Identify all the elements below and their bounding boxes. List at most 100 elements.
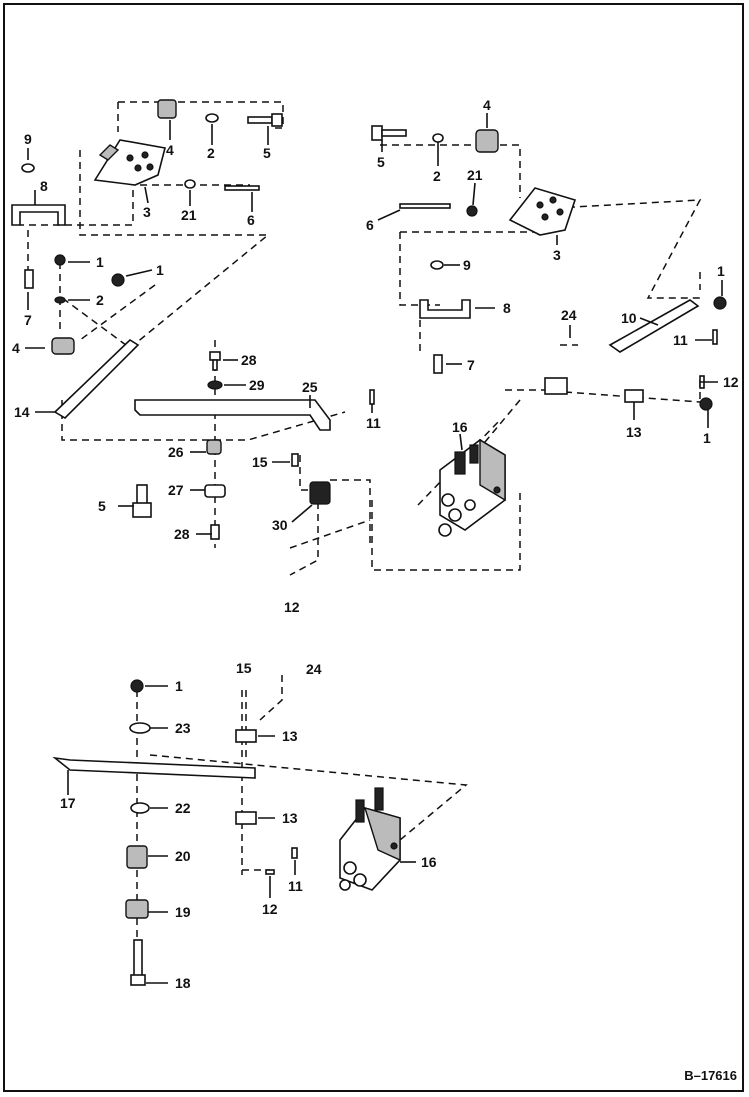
callouts-upper-left: 9 8 7 1 1 2 4 14 4 2 5 3 21 6 5 28 29 25… [12,131,381,542]
callout: 6 [366,217,374,233]
callout: 13 [282,728,298,744]
callout: 20 [175,848,191,864]
callout: 1 [156,262,164,278]
lever-10 [608,299,700,353]
bolt-5-upper-left [247,113,283,127]
washer-29 [207,380,223,390]
callout: 25 [302,379,318,395]
callout: 21 [467,167,483,183]
bolt-28-bottom [210,524,220,540]
pin-7-upper-right [433,354,443,374]
linkage-bar-25 [134,399,331,431]
callout: 8 [40,178,48,194]
callout: 10 [621,310,637,326]
callout: 22 [175,800,191,816]
bolt-15-upper [291,453,299,467]
washer-2-upper-right [432,133,444,143]
callout: 24 [561,307,577,323]
callout: 3 [143,204,151,220]
pin-6-upper-left [224,185,260,191]
callout: 18 [175,975,191,991]
callout: 23 [175,720,191,736]
bolt-18 [130,939,146,986]
bracket-upper-left [93,139,166,186]
nut-1-upper-left [54,254,66,266]
nut-9-upper-left [21,163,35,173]
callout: 15 [236,660,252,676]
bolt-28-top [209,351,221,371]
washer-22 [130,802,150,814]
callout: 2 [96,292,104,308]
callout: 28 [174,526,190,542]
leader-lines [25,113,723,984]
callout: 9 [463,257,471,273]
nut-1-upper-right [713,296,727,310]
callout: 5 [377,154,385,170]
plate-13a-upper-right [544,377,568,395]
plate-13-bottom-lower [235,811,257,825]
callout: 2 [433,168,441,184]
callout: 16 [452,419,468,435]
bolt-5-lower [132,484,152,518]
callout: 5 [98,498,106,514]
pin-11-upper-left [369,389,375,405]
callout: 26 [168,444,184,460]
bushing-4-upper-left [157,99,177,119]
control-valve-16-bottom [339,787,401,891]
callout: 5 [263,145,271,161]
diagram-frame [3,3,744,1092]
bracket-8-upper-right [419,299,471,319]
callout: 7 [24,312,32,328]
nut-1-bottom [130,679,144,693]
bracket-upper-right [508,187,577,236]
bracket-8-upper-left [11,204,66,226]
pin-6-upper-right [399,203,451,209]
callout: 3 [553,247,561,263]
callout: 24 [306,661,322,677]
bushing-27 [204,484,226,498]
callout: 29 [249,377,265,393]
pin-7-upper-left [24,269,34,289]
lever-14 [53,338,140,420]
callout: 28 [241,352,257,368]
callout: 11 [288,878,303,894]
callout: 6 [247,212,255,228]
plate-13-bottom-top [235,729,257,743]
callouts-bottom: 15 24 1 23 13 17 22 13 20 11 19 12 18 16 [60,660,437,991]
bolt-5-upper-right [371,125,407,141]
callout: 21 [181,207,197,223]
washer-23 [129,722,151,734]
callout: 15 [252,454,268,470]
washer-21-upper-right [466,205,478,217]
callout: 11 [366,415,381,431]
callout: 13 [282,810,298,826]
callout: 30 [272,517,288,533]
lever-17 [52,756,256,779]
callout: 1 [96,254,104,270]
callout: 17 [60,795,76,811]
callout: 14 [14,404,30,420]
callout: 4 [166,142,174,158]
callout: 12 [262,901,278,917]
callout: 7 [467,357,475,373]
washer-2-upper-left [205,113,219,123]
callout: 1 [717,263,725,279]
callout: 11 [673,332,688,348]
callout: 8 [503,300,511,316]
callout: 4 [483,97,491,113]
nut-1b-upper-left [111,273,125,287]
bushing-20 [126,845,148,869]
callout: 12 [723,374,739,390]
plate-13-upper-right [624,389,644,403]
callout: 4 [12,340,20,356]
callout: 13 [626,424,642,440]
washer-2b-upper-left [54,296,66,304]
control-valve-16-upper [438,438,506,537]
pin-11-bottom [291,847,298,859]
pin-11-upper-right [712,329,718,345]
bushing-4b-upper-left [51,337,75,355]
clamp-30 [309,481,331,505]
callout: 19 [175,904,191,920]
callout: 1 [175,678,183,694]
